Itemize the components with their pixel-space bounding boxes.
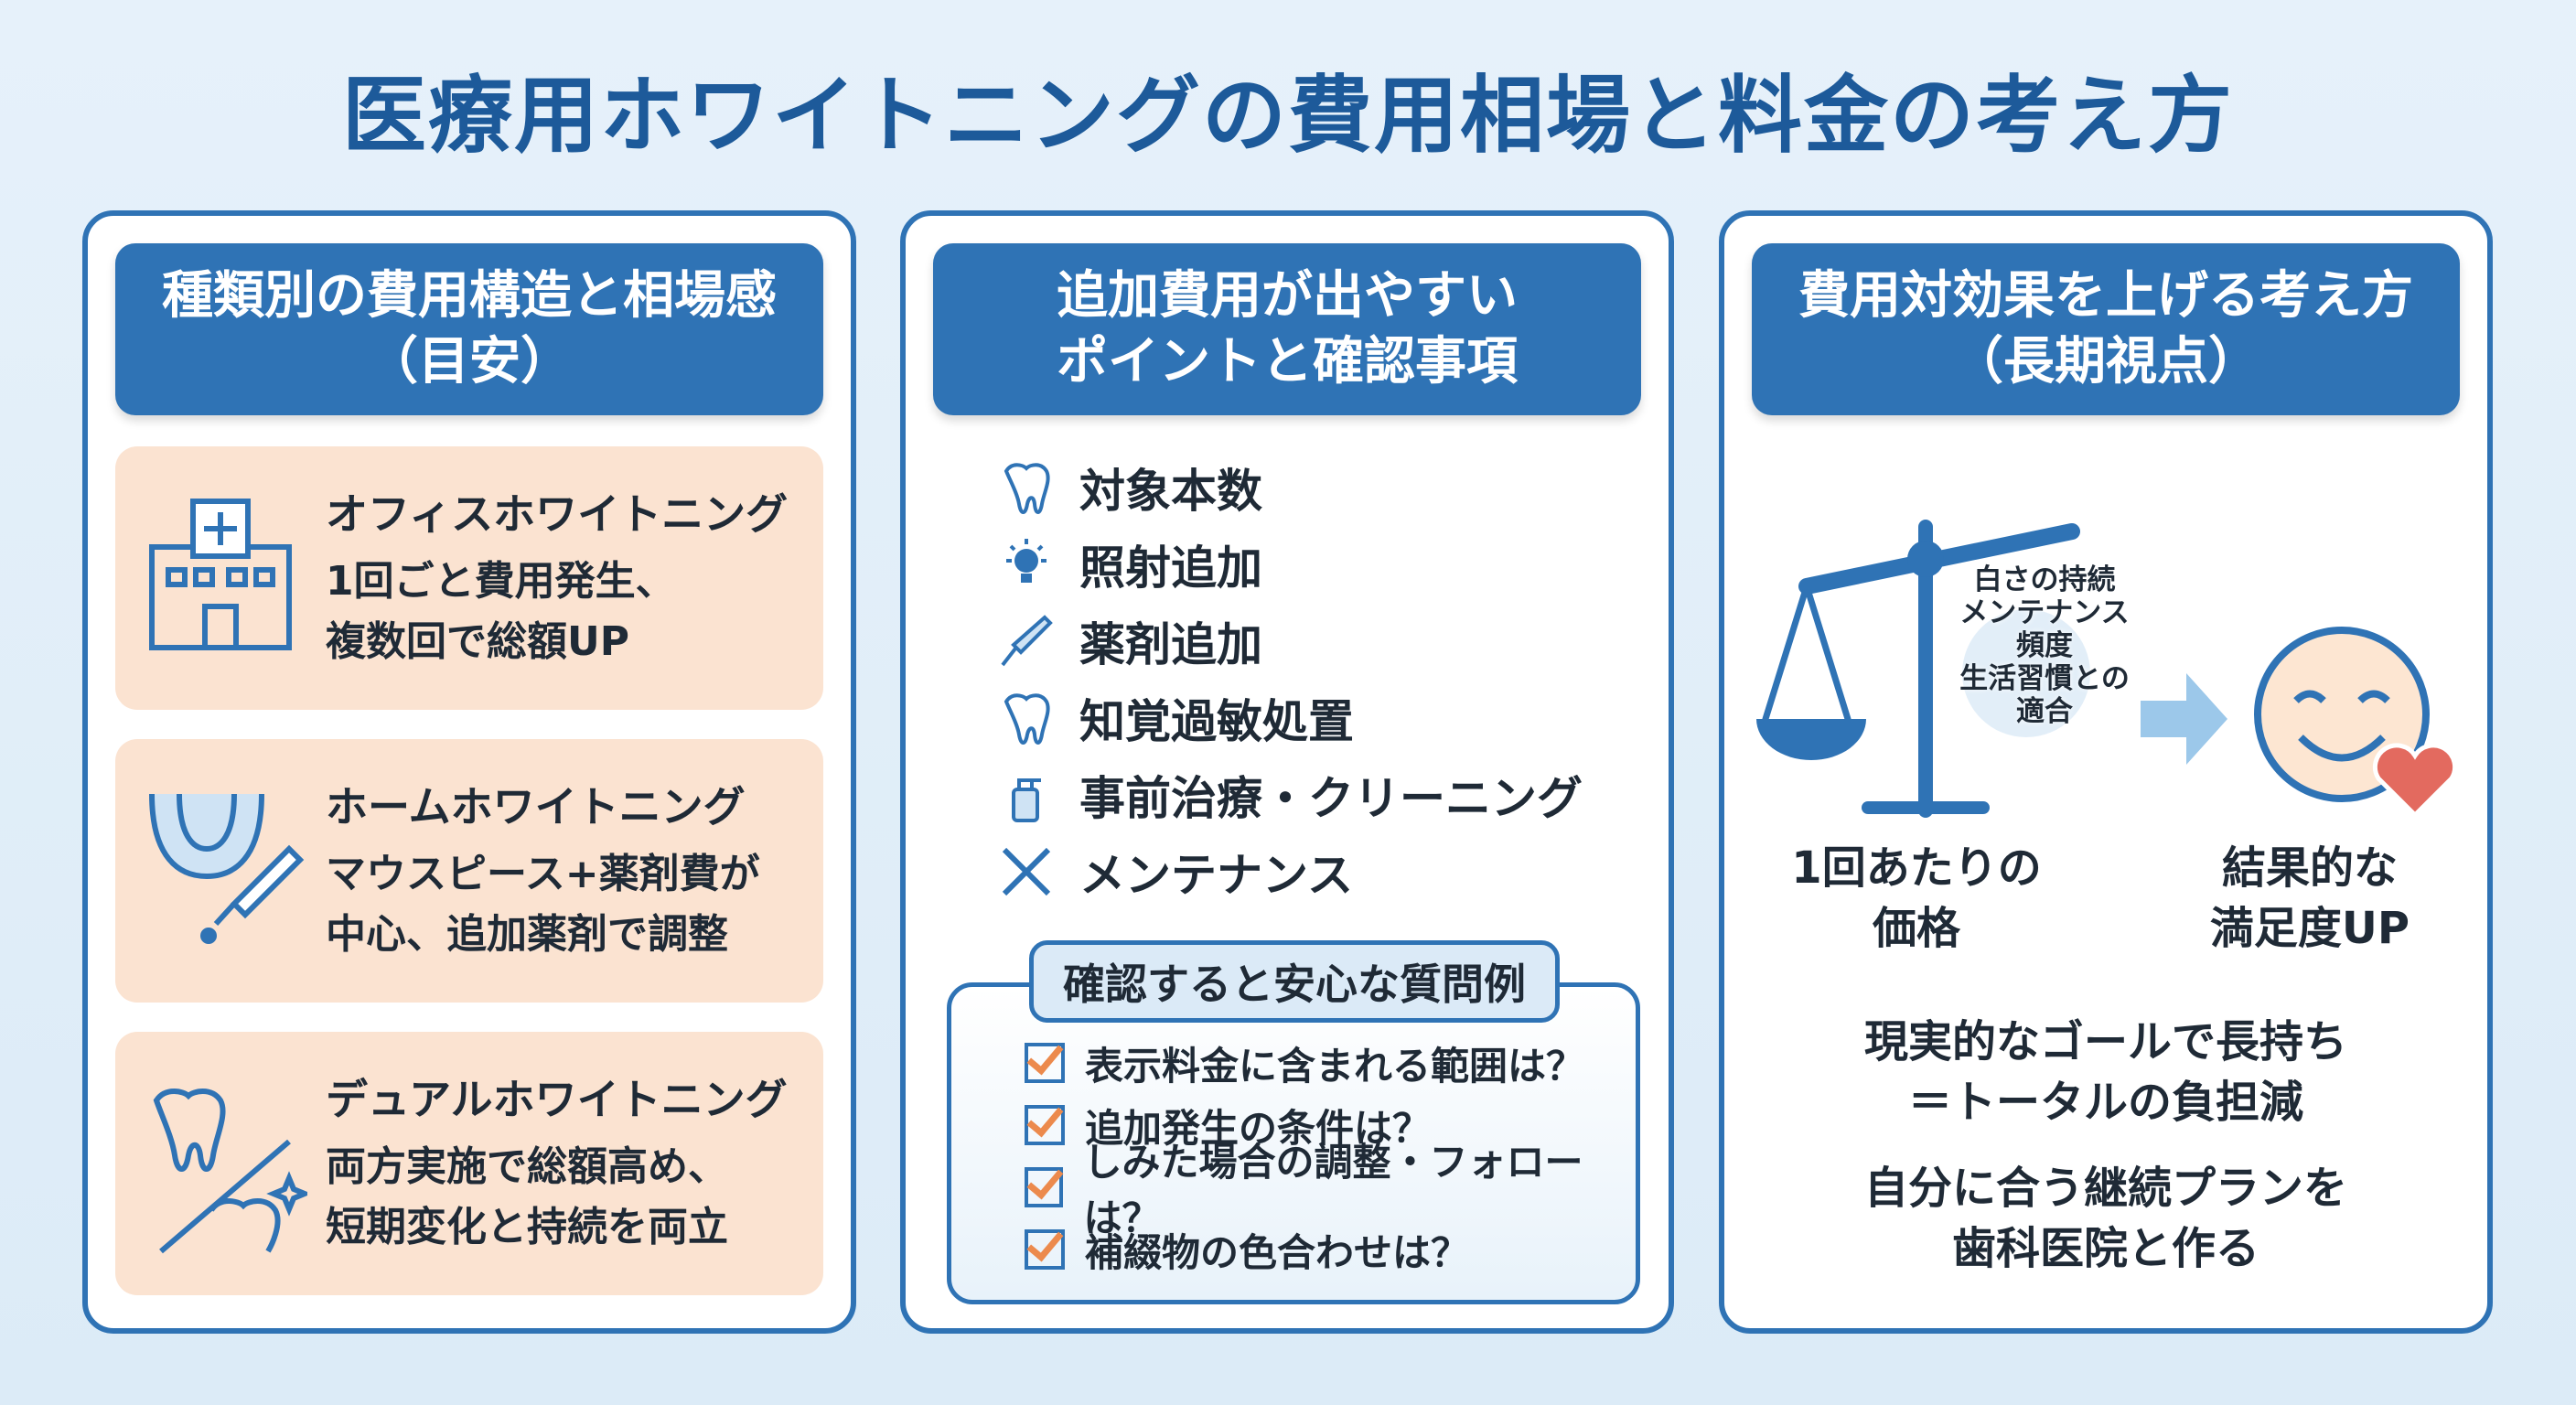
checkbox-icon bbox=[1025, 1167, 1064, 1207]
panel-header-line: （長期視点） bbox=[1952, 332, 2259, 391]
scale-note: メンテナンス bbox=[1959, 596, 2130, 629]
card-body-line: マウスピース+薬剤費が bbox=[326, 851, 760, 897]
smiley-heart-icon bbox=[2254, 627, 2458, 819]
arrow-right-icon bbox=[2141, 673, 2227, 765]
card-body-line: 両方実施で総額高め、 bbox=[326, 1143, 728, 1190]
list-item: メンテナンス bbox=[997, 840, 1353, 904]
question-item: 表示料金に含まれる範囲は？ bbox=[1025, 1033, 1584, 1093]
item-label: 薬剤追加 bbox=[1079, 618, 1262, 671]
card-title: ホームホワイトニング bbox=[326, 782, 746, 831]
panel-header-line: 種類別の費用構造と相場感 bbox=[162, 266, 777, 326]
card-home-whitening: ホームホワイトニング マウスピース+薬剤費が中心、追加薬剤で調整 bbox=[115, 739, 823, 1003]
tooth-icon bbox=[1004, 693, 1050, 745]
tip-line: 現実的なゴールで長持ち bbox=[1863, 1016, 2347, 1067]
scale-note: 生活習慣との bbox=[1959, 662, 2130, 695]
right-label: 結果的な満足度UP bbox=[2154, 838, 2465, 959]
label-line: 満足度UP bbox=[2209, 903, 2410, 954]
scale-notes: 白さの持続 メンテナンス 頻度 生活習慣との 適合 bbox=[1926, 563, 2163, 728]
list-item: 知覚過敏処置 bbox=[997, 686, 1354, 750]
tip-1: 現実的なゴールで長持ち ＝トータルの負担減 bbox=[1724, 1012, 2487, 1132]
spray-bottle-icon bbox=[1012, 778, 1041, 822]
card-body: 1回ごと費用発生、複数回で総額UP bbox=[326, 552, 676, 672]
balance-scale-icon bbox=[1756, 520, 2090, 818]
label-line: 結果的な bbox=[2221, 842, 2398, 894]
card-dual-whitening: デュアルホワイトニング 両方実施で総額高め、短期変化と持続を両立 bbox=[115, 1032, 823, 1295]
gel-syringe-icon bbox=[1001, 615, 1053, 667]
two-teeth-icon bbox=[153, 1089, 307, 1254]
question-item: 追加発生の条件は？ bbox=[1025, 1095, 1431, 1155]
card-office-whitening: オフィスホワイトニング 1回ごと費用発生、複数回で総額UP bbox=[115, 446, 823, 710]
tools-icon bbox=[1002, 847, 1051, 896]
item-label: メンテナンス bbox=[1079, 849, 1353, 902]
list-item: 照射追加 bbox=[997, 532, 1262, 596]
card-body-line: 中心、追加薬剤で調整 bbox=[326, 911, 728, 958]
card-title: デュアルホワイトニング bbox=[326, 1075, 788, 1124]
item-label: 対象本数 bbox=[1079, 465, 1262, 518]
tip-line: 自分に合う継続プランを bbox=[1863, 1163, 2347, 1214]
tip-line: ＝トータルの負担減 bbox=[1907, 1077, 2303, 1128]
questions-box: 表示料金に含まれる範囲は？ 追加発生の条件は？ しみた場合の調整・フォローは？ … bbox=[947, 982, 1640, 1304]
panel-cost-effectiveness: 費用対効果を上げる考え方 （長期視点） 白さの持続 メンテナンス 頻度 生活習慣… bbox=[1719, 210, 2493, 1334]
list-item: 薬剤追加 bbox=[997, 609, 1262, 673]
panel-header-line: 費用対効果を上げる考え方 bbox=[1798, 266, 2413, 326]
panel-header: 費用対効果を上げる考え方 （長期視点） bbox=[1752, 243, 2460, 415]
label-line: 価格 bbox=[1872, 903, 1960, 954]
card-title: オフィスホワイトニング bbox=[326, 489, 789, 539]
checkbox-icon bbox=[1025, 1105, 1065, 1145]
question-text: 補綴物の色合わせは？ bbox=[1085, 1229, 1470, 1275]
question-item: 補綴物の色合わせは？ bbox=[1025, 1219, 1469, 1280]
item-label: 事前治療・クリーニング bbox=[1079, 772, 1583, 825]
left-label: 1回あたりの価格 bbox=[1743, 838, 2090, 959]
questions-title: 確認すると安心な質問例 bbox=[1029, 940, 1560, 1023]
clinic-building-icon bbox=[149, 499, 292, 650]
question-text: 表示料金に含まれる範囲は？ bbox=[1085, 1043, 1585, 1089]
panel-header: 種類別の費用構造と相場感 （目安） bbox=[115, 243, 823, 415]
tip-line: 歯科医院と作る bbox=[1951, 1223, 2259, 1274]
light-bulb-icon bbox=[1006, 539, 1046, 583]
tooth-icon bbox=[1004, 463, 1050, 514]
question-item: しみた場合の調整・フォローは？ bbox=[1025, 1140, 1636, 1240]
panel-header-line: 追加費用が出やすい bbox=[1057, 266, 1518, 326]
card-body: マウスピース+薬剤費が中心、追加薬剤で調整 bbox=[326, 844, 760, 965]
scale-note: 適合 bbox=[2016, 695, 2073, 728]
item-label: 照射追加 bbox=[1079, 542, 1262, 595]
panel-header: 追加費用が出やすい ポイントと確認事項 bbox=[933, 243, 1641, 415]
mouthpiece-gel-icon bbox=[149, 793, 305, 944]
tip-2: 自分に合う継続プランを歯科医院と作る bbox=[1724, 1158, 2487, 1279]
panel-additional-costs: 追加費用が出やすい ポイントと確認事項 対象本数 照射追加 薬剤追加 知覚過敏処… bbox=[900, 210, 1674, 1334]
panel-header-line: （目安） bbox=[367, 332, 572, 391]
panel-cost-structure: 種類別の費用構造と相場感 （目安） オフィスホワイトニング 1回ごと費用発生、複… bbox=[82, 210, 856, 1334]
card-body-line: 1回ごと費用発生、 bbox=[326, 558, 676, 605]
label-line: 1回あたりの bbox=[1791, 842, 2042, 894]
scale-note: 頻度 bbox=[2016, 629, 2073, 662]
question-text: 追加発生の条件は？ bbox=[1085, 1105, 1432, 1151]
card-body-line: 複数回で総額UP bbox=[326, 618, 629, 665]
checkbox-icon bbox=[1025, 1229, 1065, 1270]
scale-note: 白さの持続 bbox=[1973, 563, 2116, 596]
list-item: 事前治療・クリーニング bbox=[997, 763, 1583, 827]
item-label: 知覚過敏処置 bbox=[1079, 695, 1354, 748]
card-body: 両方実施で総額高め、短期変化と持続を両立 bbox=[326, 1137, 728, 1258]
list-item: 対象本数 bbox=[997, 456, 1262, 520]
page-title: 医療用ホワイトニングの費用相場と料金の考え方 bbox=[341, 67, 2234, 165]
checkbox-icon bbox=[1025, 1043, 1065, 1083]
question-text: しみた場合の調整・フォローは？ bbox=[1083, 1140, 1583, 1240]
panel-header-line: ポイントと確認事項 bbox=[1057, 332, 1518, 391]
card-body-line: 短期変化と持続を両立 bbox=[326, 1204, 728, 1250]
